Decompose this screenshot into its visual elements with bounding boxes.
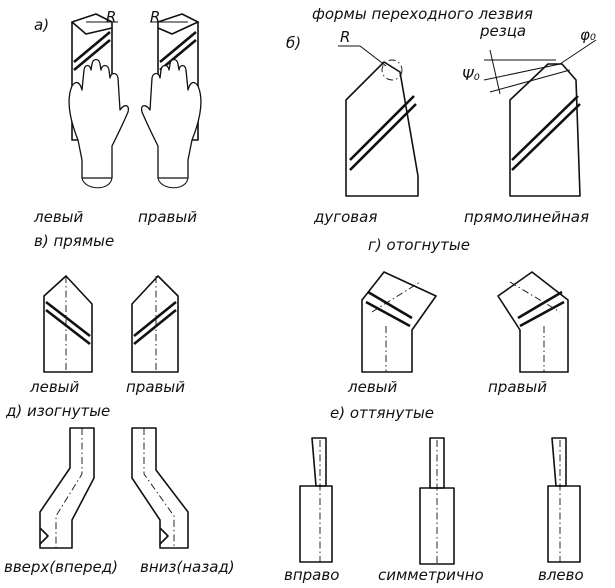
bent-right-edge [517,290,565,328]
right-hand [140,58,202,179]
left-hand-tool-edge [73,31,111,71]
arc-tool-edge [349,95,417,171]
left-hand [68,58,130,179]
bent-left-label: левый [347,378,397,396]
straight-line-label: прямолинейная [464,208,589,226]
straight-left-edge [45,300,91,346]
transition-title-2: резца [479,22,526,40]
left-hand-tool-figure [68,13,130,189]
right-hand-label: правый [138,208,197,226]
drawn-symmetric-label: симметрично [378,566,484,583]
drawn-right-neck [311,437,327,487]
arc-label: дуговая [313,208,377,226]
section-d-label: д) изогнутые [5,402,110,420]
arc-tool-body [345,61,419,197]
section-e-label: е) оттянутые [330,404,434,422]
panel-a-label: а) [34,16,49,34]
angle-lines [483,49,571,95]
straight-right-body [131,275,179,373]
left-hand-label: левый [33,208,83,226]
straight-left-tool [43,275,93,373]
straight-transition-tool [483,39,597,197]
radius-r-label-right: R [150,8,160,26]
drawn-left-neck [551,437,567,487]
transition-title: формы переходного лезвия [312,5,533,23]
curved-down-label: вниз(назад) [140,558,235,576]
drawn-left-body [547,485,581,563]
drawn-left-label: влево [538,566,584,583]
curved-up-tool [39,427,95,549]
curved-up-body [39,427,95,549]
drawn-symmetric-body [419,487,455,565]
curved-up-label: вверх(вперед) [4,558,118,576]
straight-right-tool [131,275,179,373]
angle-psi0-label: Ψ₀ [462,66,480,84]
curved-down-body [131,427,189,549]
section-v-label: в) прямые [34,232,114,250]
panel-b-label: б) [286,34,301,52]
bent-left-tool [361,271,437,373]
straight-right-edge [133,300,177,346]
bent-right-label: правый [488,378,547,396]
right-hand-tool-figure [140,13,202,189]
drawn-right-label: вправо [284,566,339,583]
straight-tool-body [509,63,581,197]
straight-left-body [43,275,93,373]
bent-left-edge [365,290,413,328]
bent-right-tool [497,271,569,373]
curved-down-tool [131,427,189,549]
angle-phi0-label: φ₀ [580,26,596,44]
drawn-right-tool [299,437,333,563]
drawn-left-tool [547,437,581,563]
section-g-label: г) отогнутые [368,236,470,254]
straight-right-label: правый [126,378,185,396]
drawn-right-body [299,485,333,563]
bent-left-body [361,271,437,373]
radius-r-label-arc: R [340,28,350,46]
bent-right-body [497,271,569,373]
straight-tool-edge [511,95,581,171]
arc-transition-tool [338,45,419,197]
drawn-symmetric-tool [419,437,455,565]
radius-r-label-left: R [106,8,116,26]
straight-left-label: левый [29,378,79,396]
arc-radius-circle [381,59,403,81]
